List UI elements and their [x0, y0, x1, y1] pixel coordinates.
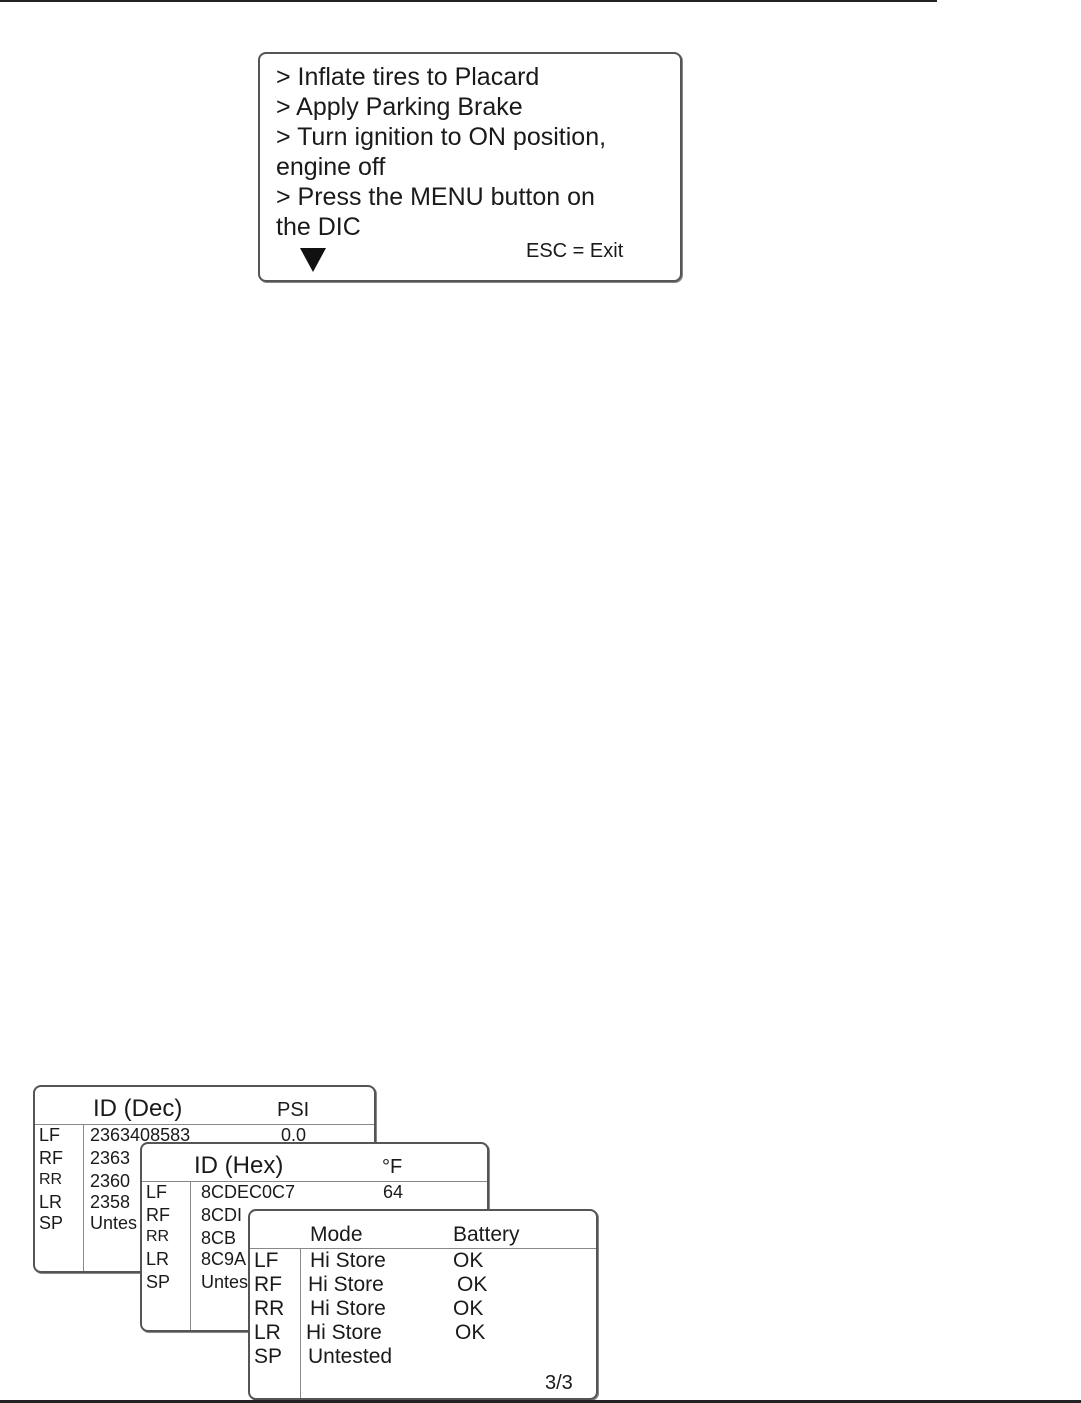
sensor-id: 2363: [90, 1148, 131, 1168]
instruction-line: > Inflate tires to Placard: [276, 63, 540, 91]
down-triangle-icon[interactable]: [300, 248, 326, 272]
instruction-line: engine off: [276, 153, 386, 181]
id-dec-header: ID (Dec): [93, 1095, 183, 1122]
psi-header: PSI: [277, 1099, 310, 1121]
position-label: RF: [254, 1273, 282, 1296]
instruction-line: > Apply Parking Brake: [276, 93, 523, 121]
instruction-screen: > Inflate tires to Placard > Apply Parki…: [258, 52, 682, 282]
battery-header: Battery: [453, 1223, 520, 1246]
sensor-mode: Hi Store: [306, 1321, 382, 1344]
sensor-mode-battery-screen: Mode Battery LF Hi Store OK RF Hi Store …: [248, 1209, 598, 1400]
position-label: RF: [146, 1205, 170, 1225]
id-hex-header: ID (Hex): [194, 1152, 284, 1179]
pressure-value: 0.0: [281, 1125, 307, 1145]
temperature-value: 64: [383, 1182, 404, 1202]
battery-status: OK: [453, 1249, 484, 1272]
sensor-mode: Untested: [308, 1345, 393, 1368]
page-indicator: 3/3: [545, 1372, 573, 1394]
position-label: LR: [39, 1192, 63, 1212]
sensor-id: 8CDEC0C7: [201, 1182, 296, 1202]
column-divider: [300, 1249, 301, 1398]
position-label: RR: [39, 1171, 63, 1188]
position-label: LF: [254, 1249, 279, 1272]
bottom-rule: [0, 1400, 1081, 1403]
position-label: RR: [254, 1297, 285, 1320]
screen-header: Mode Battery: [250, 1211, 596, 1249]
screen-header: ID (Dec) PSI: [35, 1087, 374, 1125]
position-label: LR: [254, 1321, 281, 1344]
instruction-line: > Press the MENU button on: [276, 183, 595, 211]
position-label: SP: [39, 1213, 64, 1233]
sensor-id: 8C9A: [201, 1249, 247, 1269]
temperature-header: °F: [382, 1156, 403, 1178]
instruction-line: > Turn ignition to ON position,: [276, 123, 607, 151]
sensor-id: Untes: [201, 1272, 249, 1292]
column-divider: [190, 1182, 191, 1330]
sensor-id: 8CDI: [201, 1205, 243, 1225]
sensor-id: 2363408583: [90, 1125, 191, 1145]
battery-status: OK: [457, 1273, 488, 1296]
sensor-id: 2360: [90, 1171, 131, 1191]
position-label: LR: [146, 1249, 170, 1269]
position-label: SP: [254, 1345, 283, 1368]
mode-header: Mode: [310, 1223, 363, 1246]
esc-exit-label: ESC = Exit: [526, 240, 624, 262]
sensor-mode: Hi Store: [310, 1249, 386, 1272]
sensor-mode: Hi Store: [308, 1273, 384, 1296]
column-divider: [83, 1125, 84, 1271]
position-label: LF: [146, 1182, 168, 1202]
sensor-id: Untes: [90, 1213, 138, 1233]
sensor-id: 8CB: [201, 1228, 237, 1248]
position-label: LF: [39, 1125, 61, 1145]
screen-header: ID (Hex) °F: [142, 1144, 487, 1182]
position-label: RF: [39, 1148, 63, 1168]
battery-status: OK: [453, 1297, 484, 1320]
position-label: SP: [146, 1272, 171, 1292]
instruction-line: the DIC: [276, 213, 361, 241]
sensor-id: 2358: [90, 1192, 131, 1212]
top-rule: [0, 0, 937, 2]
battery-status: OK: [455, 1321, 486, 1344]
position-label: RR: [146, 1228, 170, 1245]
sensor-mode: Hi Store: [310, 1297, 386, 1320]
